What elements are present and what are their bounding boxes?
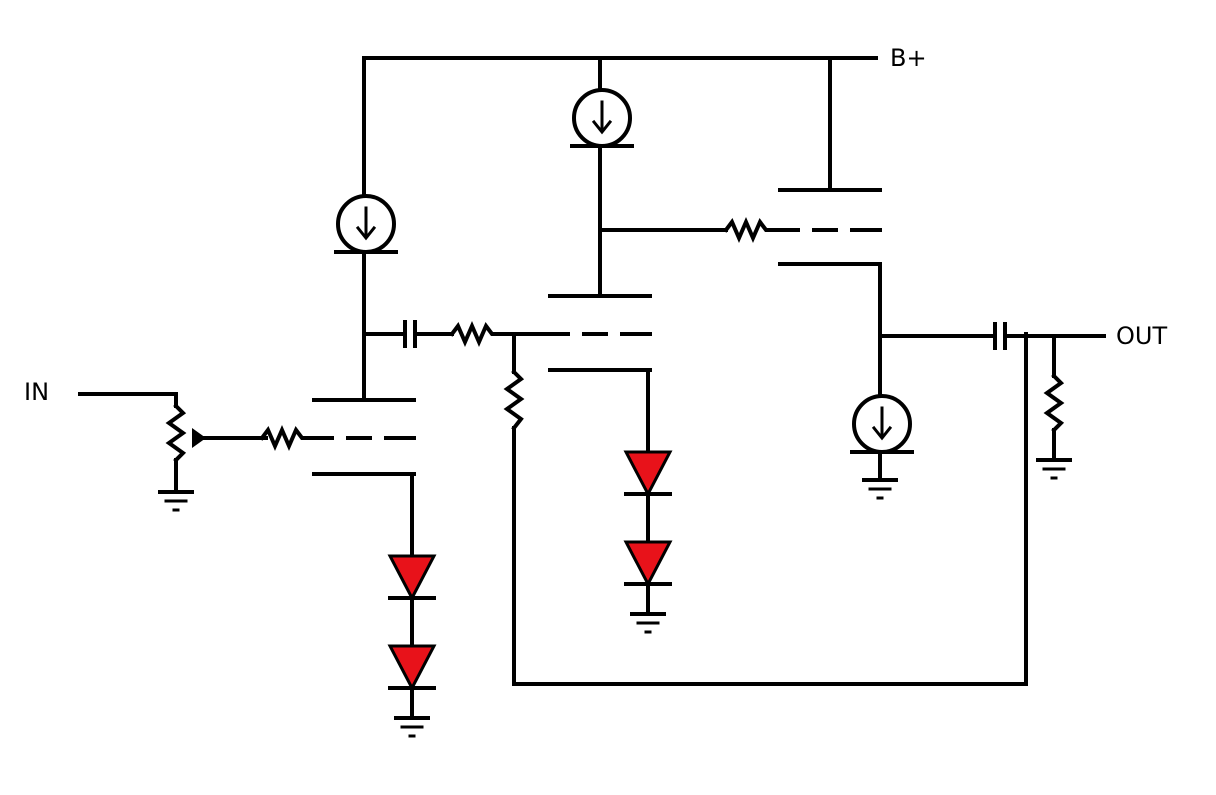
ground-symbol — [862, 478, 898, 500]
output-load-resistor — [1043, 334, 1065, 460]
output-capacitor — [878, 322, 1106, 350]
grid-resistor-3 — [598, 217, 782, 243]
current-source-icon — [850, 394, 914, 454]
input-potentiometer — [165, 392, 268, 492]
current-source-icon — [570, 88, 634, 148]
ground-symbol — [630, 612, 666, 634]
ground-symbol — [394, 716, 430, 738]
led-stack-2 — [624, 450, 672, 614]
grid-resistor-2 — [449, 321, 550, 347]
supply-rail — [362, 56, 878, 198]
triode-1 — [312, 250, 416, 558]
output-label: OUT — [1116, 322, 1167, 350]
led-stack-1 — [388, 554, 436, 718]
triode-3 — [778, 188, 882, 398]
ground-symbol — [1036, 458, 1072, 480]
feedback-resistor — [503, 332, 1028, 686]
current-source-icon — [334, 194, 398, 254]
triode-2 — [548, 144, 652, 454]
ground-symbol — [158, 490, 194, 512]
coupling-capacitor-1 — [362, 320, 454, 348]
supply-label: B+ — [890, 44, 927, 72]
input-label: IN — [24, 378, 49, 406]
grid-resistor-1 — [259, 425, 316, 451]
